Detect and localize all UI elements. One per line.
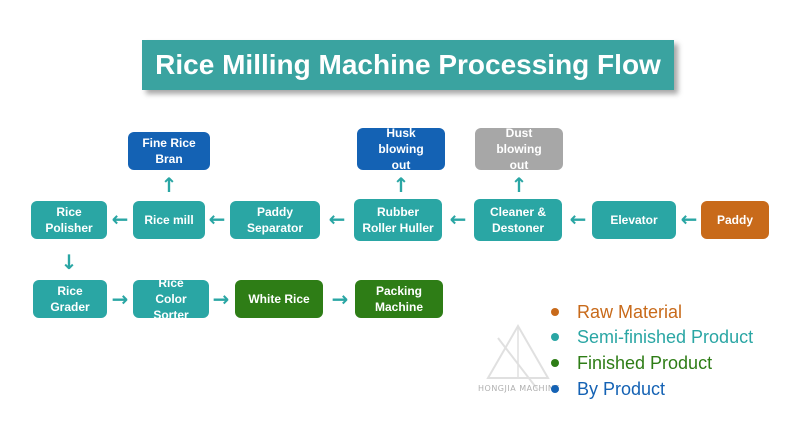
node-husk-blowing-out: Husk blowing out: [357, 126, 445, 172]
node-paddy: Paddy: [701, 201, 769, 239]
legend-item-finished: Finished Product: [551, 351, 712, 375]
node-rice-color-sorter: Rice Color Sorter: [133, 276, 209, 322]
arrow-left-icon: ←: [449, 207, 467, 231]
node-rice-mill: Rice mill: [133, 201, 205, 239]
arrow-left-icon: ←: [208, 207, 226, 231]
arrow-right-icon: →: [331, 287, 349, 311]
arrow-left-icon: ←: [569, 207, 587, 231]
arrow-left-icon: ←: [328, 207, 346, 231]
node-white-rice: White Rice: [235, 280, 323, 318]
node-paddy-separator: Paddy Separator: [230, 201, 320, 239]
legend-label: By Product: [577, 378, 666, 399]
legend-label: Raw Material: [577, 301, 683, 322]
arrow-down-icon: ↓: [60, 250, 78, 274]
legend-item-raw-material: Raw Material: [551, 300, 682, 324]
node-rice-polisher: Rice Polisher: [31, 201, 107, 239]
arrow-right-icon: →: [212, 287, 230, 311]
diagram-title: Rice Milling Machine Processing Flow: [142, 40, 674, 90]
node-rice-grader: Rice Grader: [33, 280, 107, 318]
arrow-up-icon: ↑: [510, 173, 528, 197]
legend-item-by-product: By Product: [551, 377, 665, 401]
legend-dot-icon: [551, 359, 559, 367]
legend-label: Finished Product: [577, 352, 713, 373]
watermark-text: HONGJIA MACHINE: [478, 384, 560, 393]
node-cleaner-destoner: Cleaner & Destoner: [474, 199, 562, 241]
legend-dot-icon: [551, 308, 559, 316]
arrow-right-icon: →: [111, 287, 129, 311]
watermark-logo-icon: [486, 323, 550, 391]
node-dust-blowing-out: Dust blowing out: [475, 126, 563, 172]
arrow-up-icon: ↑: [160, 173, 178, 197]
legend-dot-icon: [551, 333, 559, 341]
legend-item-semi-finished: Semi-finished Product: [551, 325, 753, 349]
legend-label: Semi-finished Product: [577, 326, 754, 347]
arrow-up-icon: ↑: [392, 173, 410, 197]
node-fine-rice-bran: Fine Rice Bran: [128, 132, 210, 170]
node-packing-machine: Packing Machine: [355, 280, 443, 318]
node-elevator: Elevator: [592, 201, 676, 239]
legend-dot-icon: [551, 385, 559, 393]
node-rubber-roller-huller: Rubber Roller Huller: [354, 199, 442, 241]
arrow-left-icon: ←: [111, 207, 129, 231]
arrow-left-icon: ←: [680, 207, 698, 231]
